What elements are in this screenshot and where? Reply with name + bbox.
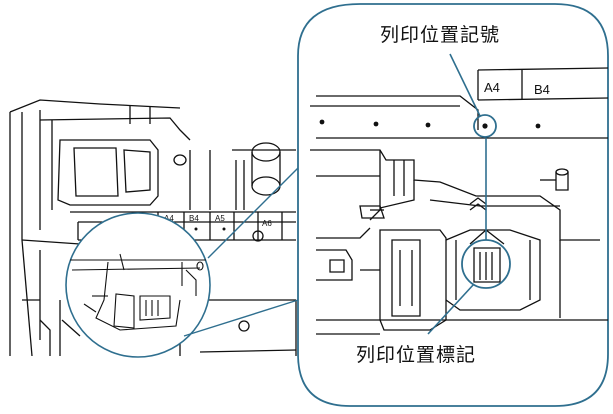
zoom-callout-panel: A4 B4 [297,3,609,407]
zoom-scale-label: B4 [534,82,550,97]
zoom-scale-label: A4 [484,80,500,95]
main-scale-label: A6 [262,219,272,228]
main-scale-label: A5 [215,214,225,223]
leader-line-mark [449,53,481,117]
main-scale-label: A4 [164,214,174,223]
overview-magnifier [65,167,299,358]
leader-line-label [427,283,475,335]
main-scale-labels: A4 B4 A5 A6 [164,214,272,228]
print-position-mark-dot [482,123,488,129]
print-position-label-caption: 列印位置標記 [356,344,477,366]
zoom-scale-dots [319,119,541,129]
main-scale-label: B4 [189,214,199,223]
print-position-mark-label: 列印位置記號 [380,24,501,46]
print-position-mark-highlight [473,114,497,138]
